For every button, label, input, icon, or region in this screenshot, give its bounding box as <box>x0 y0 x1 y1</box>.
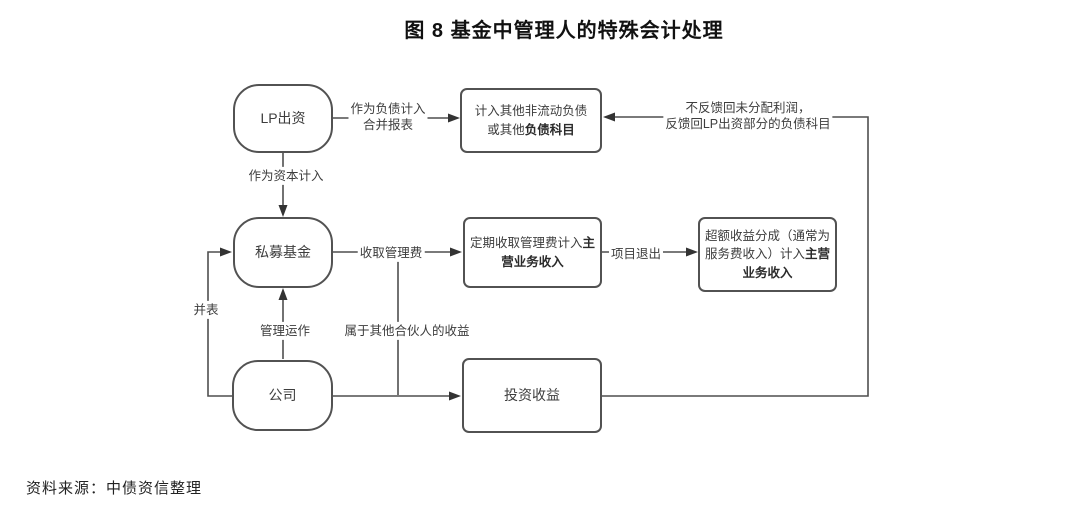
node-lp-label: LP出资 <box>260 110 306 127</box>
node-liability-label: 计入其他非流动负债或其他负债科目 <box>474 104 588 137</box>
edge-label-as-liability: 作为负债计入 合并报表 <box>348 99 428 135</box>
edge-label-feedback: 不反馈回未分配利润， 反馈回LP出资部分的负债科目 <box>663 98 833 134</box>
node-carry-revenue: 超额收益分成（通常为服务费收入）计入主营业务收入 <box>698 217 837 292</box>
figure-title: 图 8 基金中管理人的特殊会计处理 <box>404 20 724 42</box>
node-company-label: 公司 <box>268 387 297 404</box>
edge-label-consolidate: 并表 <box>191 300 221 320</box>
node-lp-contribution: LP出资 <box>233 84 333 153</box>
edge-label-other-partners-income: 属于其他合伙人的收益 <box>342 321 472 341</box>
node-carry-label: 超额收益分成（通常为服务费收入）计入主营业务收入 <box>704 229 831 280</box>
source-note: 资料来源：中债资信整理 <box>26 481 203 497</box>
edge-label-operate: 管理运作 <box>257 321 313 341</box>
node-investment-income: 投资收益 <box>462 358 602 433</box>
node-management-fee-revenue: 定期收取管理费计入主营业务收入 <box>463 217 602 288</box>
edge-label-collect-fee: 收取管理费 <box>357 243 425 263</box>
node-management-fee-label: 定期收取管理费计入主营业务收入 <box>469 236 596 269</box>
node-company: 公司 <box>232 360 333 431</box>
edge-consolidate-line <box>207 247 232 397</box>
node-liability-account: 计入其他非流动负债或其他负债科目 <box>460 88 602 153</box>
edge-label-project-exit: 项目退出 <box>608 244 664 264</box>
node-private-fund: 私募基金 <box>233 217 333 288</box>
node-investment-income-label: 投资收益 <box>504 387 560 404</box>
node-fund-label: 私募基金 <box>255 244 311 261</box>
edge-label-as-capital: 作为资本计入 <box>246 166 326 186</box>
